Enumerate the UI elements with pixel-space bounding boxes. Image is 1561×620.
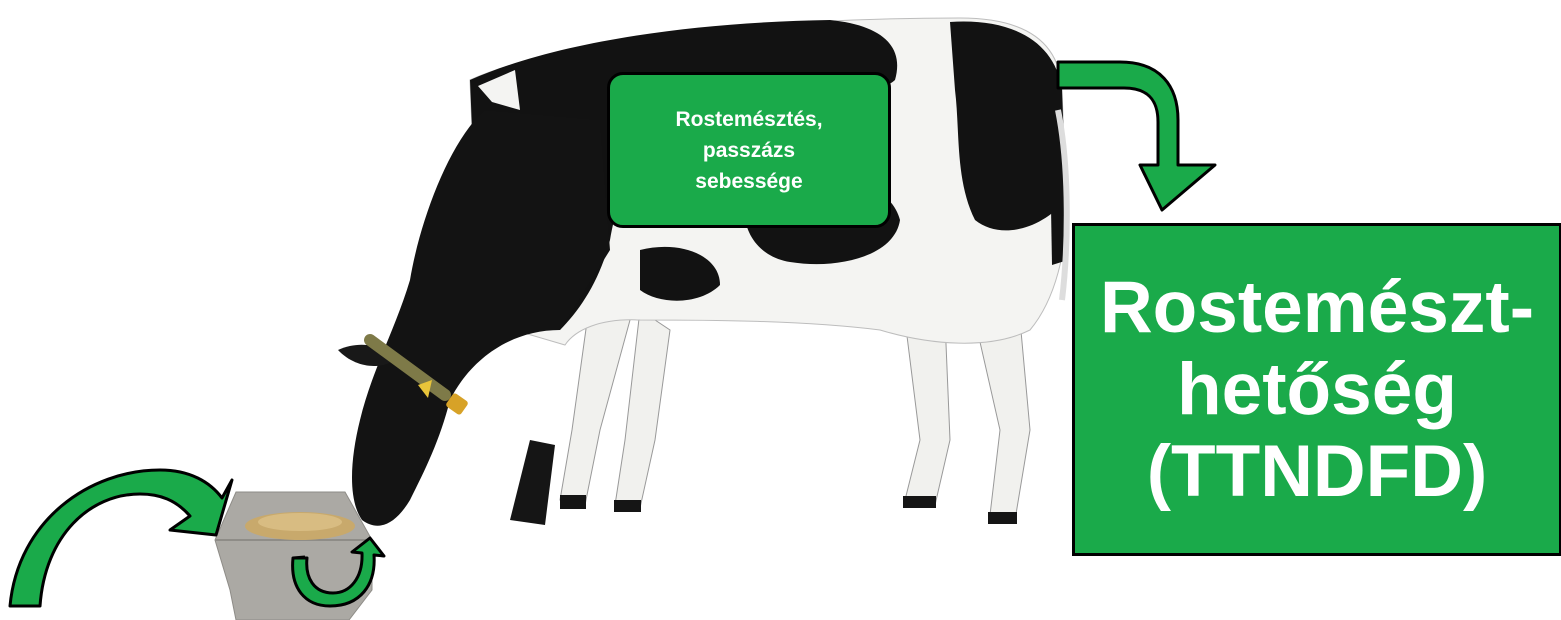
arrow-into-feedbox (10, 470, 232, 606)
ttndfd-result-box: Rostemészt- hetőség (TTNDFD) (1072, 223, 1561, 556)
arrow-to-result (1058, 62, 1215, 210)
ttndfd-line-3: (TTNDFD) (1100, 431, 1534, 513)
digestion-rate-line-3: sebessége (675, 166, 822, 197)
digestion-rate-line-1: Rostemésztés, (675, 104, 822, 135)
digestion-rate-box: Rostemésztés, passzázs sebessége (607, 72, 891, 228)
digestion-rate-line-2: passzázs (675, 135, 822, 166)
ttndfd-line-1: Rostemészt- (1100, 267, 1534, 349)
ttndfd-line-2: hetőség (1100, 349, 1534, 431)
